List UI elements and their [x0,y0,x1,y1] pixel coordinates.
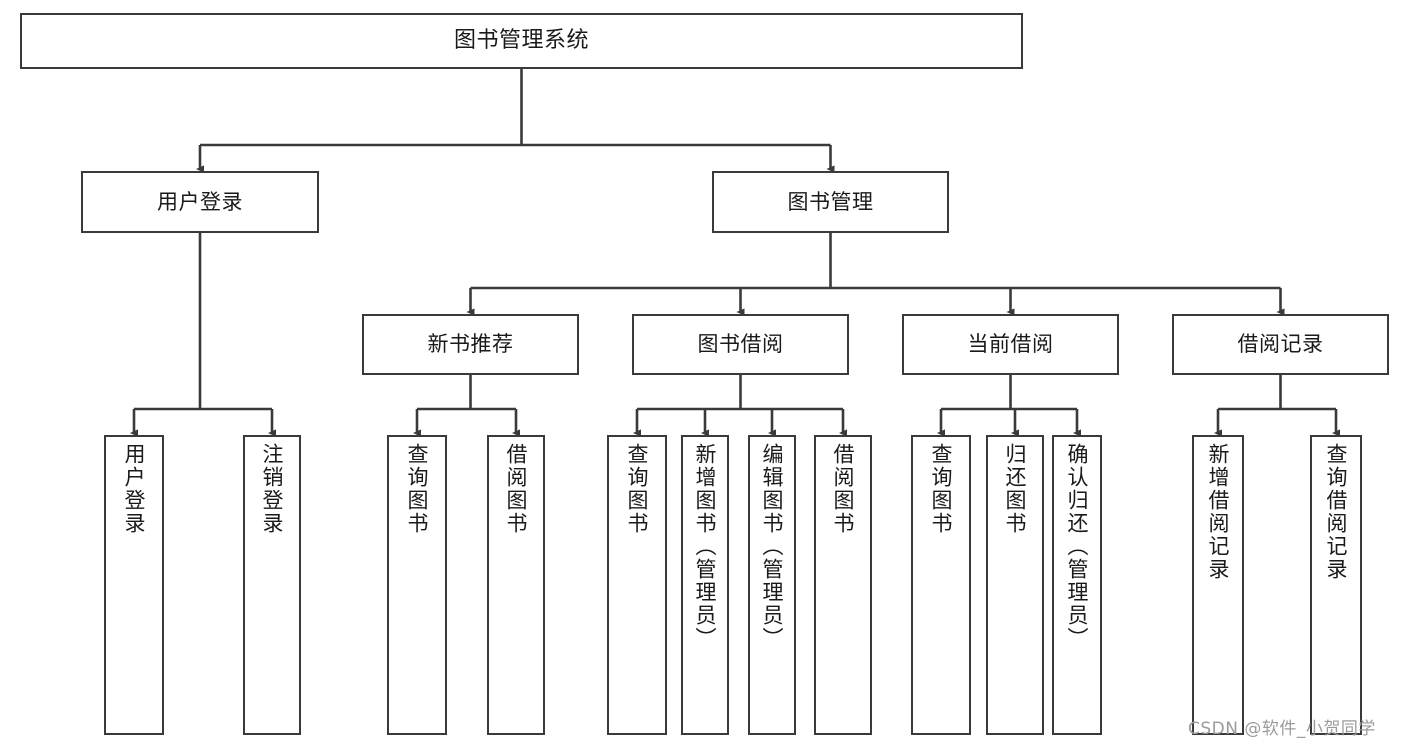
node-leaf-query-book-b[interactable]: 查询图书 [607,435,667,735]
node-label: 确认归还（管理员） [1065,443,1090,650]
node-root-system[interactable]: 图书管理系统 [20,13,1023,69]
node-leaf-logout[interactable]: 注销登录 [243,435,301,735]
node-leaf-confirm-return-admin[interactable]: 确认归还（管理员） [1052,435,1102,735]
node-label: 图书借阅 [697,332,784,357]
node-label: 查询图书 [625,443,650,535]
node-borrow-record[interactable]: 借阅记录 [1172,314,1389,375]
node-leaf-query-book-a[interactable]: 查询图书 [387,435,447,735]
node-label: 新书推荐 [427,332,514,357]
node-label: 查询借阅记录 [1324,443,1349,581]
node-label: 当前借阅 [967,332,1054,357]
node-label: 新增图书（管理员） [693,443,718,650]
node-leaf-borrow-book-a[interactable]: 借阅图书 [487,435,545,735]
node-label: 注销登录 [260,443,285,535]
node-label: 用户登录 [157,189,243,214]
node-leaf-edit-book-admin[interactable]: 编辑图书（管理员） [748,435,796,735]
node-label: 编辑图书（管理员） [760,443,785,650]
node-book-borrow[interactable]: 图书借阅 [632,314,849,375]
node-label: 查询图书 [929,443,954,535]
node-label: 借阅图书 [831,443,856,535]
node-label: 借阅记录 [1237,332,1324,357]
node-leaf-add-book-admin[interactable]: 新增图书（管理员） [681,435,729,735]
node-label: 用户登录 [122,443,147,535]
node-user-login[interactable]: 用户登录 [81,171,319,233]
node-leaf-user-login[interactable]: 用户登录 [104,435,164,735]
node-label: 图书管理 [787,189,874,214]
node-label: 归还图书 [1003,443,1028,535]
node-current-borrow[interactable]: 当前借阅 [902,314,1119,375]
edge-group [130,69,1341,437]
node-label: 查询图书 [405,443,430,535]
watermark-text: CSDN @软件_小贺同学 [1188,719,1376,739]
node-label: 借阅图书 [504,443,529,535]
node-leaf-borrow-book-b[interactable]: 借阅图书 [814,435,872,735]
node-leaf-return-book[interactable]: 归还图书 [986,435,1044,735]
node-label: 图书管理系统 [453,28,589,54]
node-leaf-add-borrow-record[interactable]: 新增借阅记录 [1192,435,1244,735]
node-book-management[interactable]: 图书管理 [712,171,949,233]
node-leaf-query-borrow-record[interactable]: 查询借阅记录 [1310,435,1362,735]
node-leaf-query-book-c[interactable]: 查询图书 [911,435,971,735]
node-new-book-recommend[interactable]: 新书推荐 [362,314,579,375]
node-label: 新增借阅记录 [1206,443,1231,581]
